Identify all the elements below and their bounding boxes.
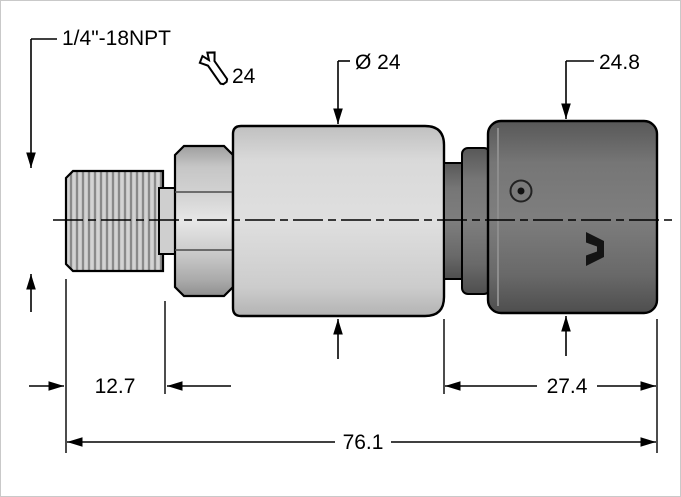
thread-spec-label: 1/4"-18NPT (62, 27, 171, 50)
overall-length-label: 76.1 (343, 431, 384, 454)
extension-lines (65, 279, 658, 453)
connector-collar-outer (461, 147, 491, 295)
dim-thread-spec (26, 38, 57, 312)
diameter-label: Ø 24 (355, 51, 401, 74)
hex-nut (173, 144, 235, 298)
dim-connector-size (561, 60, 594, 356)
connector-size-label: 24.8 (599, 51, 640, 74)
wrench-size-label: 24 (232, 65, 256, 88)
thread-length-label: 12.7 (95, 375, 136, 398)
connector-clip (586, 232, 604, 266)
connector-length-label: 27.4 (547, 375, 588, 398)
connector-screw-center (517, 187, 525, 195)
thread-section (64, 169, 165, 273)
connector-body (486, 119, 659, 315)
wrench-icon (198, 51, 229, 86)
sensor-body (231, 124, 446, 318)
dim-diameter (333, 60, 350, 359)
